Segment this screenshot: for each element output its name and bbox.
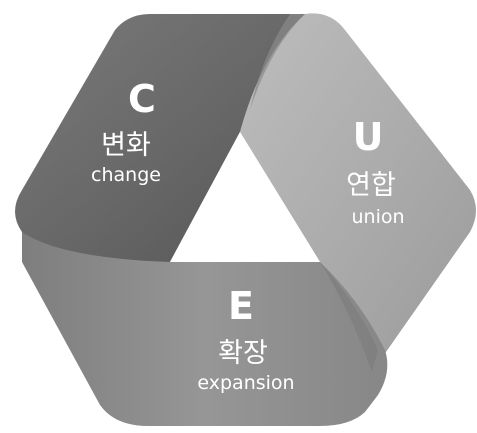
expansion-korean-label: 확장 <box>218 340 268 367</box>
expansion-english-label: expansion <box>197 374 294 393</box>
union-letter: U <box>353 118 384 156</box>
union-english-label: union <box>351 208 404 227</box>
expansion-letter: E <box>228 287 254 325</box>
union-korean-label: 연합 <box>346 172 396 199</box>
change-english-label: change <box>91 166 161 185</box>
change-letter: C <box>128 80 156 118</box>
change-korean-label: 변화 <box>101 132 151 159</box>
